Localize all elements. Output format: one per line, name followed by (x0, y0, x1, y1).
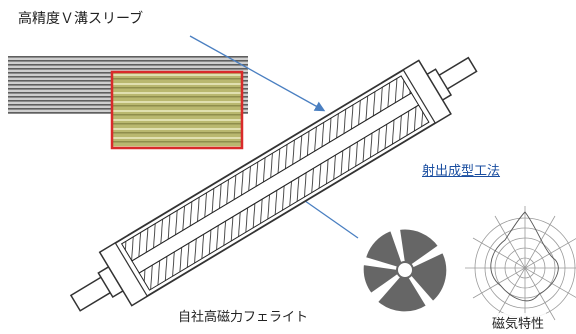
magnet-roller (69, 56, 478, 312)
magnetic-polar-plot (465, 206, 576, 330)
flange-right (402, 59, 452, 124)
magnet-cross-section (361, 227, 449, 314)
magnetic-property-label: 磁気特性 (490, 313, 547, 332)
ferrite-label: 自社高磁力フェライト (178, 310, 309, 325)
injection-method-label: 射出成型工法 (422, 164, 501, 179)
roller-core (131, 92, 420, 274)
sleeve-label: 高精度Ｖ溝スリーブ (18, 11, 144, 27)
sleeve-zoom-box (110, 70, 244, 150)
flange-left (99, 242, 149, 307)
sleeve-pointer-arrow (189, 35, 326, 112)
ferrite-pointer-arrow (295, 194, 359, 239)
